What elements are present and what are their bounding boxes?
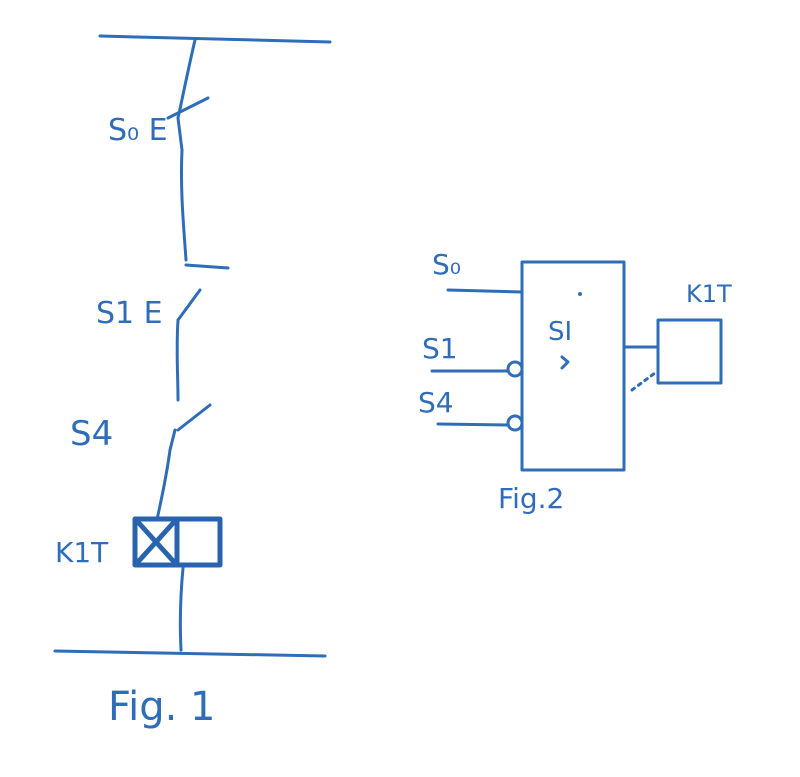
fig1-label-s0: S₀ E: [108, 113, 168, 148]
fig2-dot: [578, 292, 582, 296]
fig1-caption: Fig. 1: [108, 684, 215, 730]
fig1-s0-contact: [166, 96, 210, 152]
fig1-wire-s1-s4: [175, 318, 180, 402]
fig2-block-diagram: SI S₀ S1 S4 K1T Fig.2: [418, 248, 732, 515]
fig2-caption: Fig.2: [498, 482, 564, 515]
fig2-block-mark: [560, 355, 570, 370]
fig1-coil-cross: [134, 518, 178, 566]
fig1-label-s4: S4: [70, 414, 113, 454]
fig2-input-s4-label: S4: [418, 386, 454, 419]
fig2-output-dashed: [630, 371, 657, 392]
fig1-wire-bottom: [178, 566, 185, 652]
fig1-bottom-rail: [53, 649, 327, 658]
fig1-coil-right-box: [174, 516, 223, 568]
fig2-input-s1-label: S1: [422, 332, 458, 365]
fig2-input-s4-line: [436, 422, 510, 427]
fig2-k1t-box: [656, 318, 723, 385]
fig2-block-label: SI: [548, 317, 572, 347]
fig1-label-s1: S1 E: [96, 296, 163, 331]
fig2-input-s0-label: S₀: [432, 248, 461, 281]
fig2-input-s0-line: [446, 288, 524, 294]
fig1-wire-s0-s1: [179, 148, 188, 262]
fig1-s4-contact: [168, 403, 212, 452]
fig2-si-block: [520, 260, 626, 472]
fig1-top-rail: [98, 34, 332, 44]
fig2-input-s1-negation: [506, 360, 524, 378]
fig1-s1-contact: [176, 263, 230, 322]
fig2-output-label: K1T: [686, 280, 732, 308]
fig2-input-s4-negation: [506, 414, 524, 432]
fig1-wire-s4-coil: [155, 448, 172, 522]
fig1-label-k1t: K1T: [55, 536, 109, 569]
fig1-circuit: S₀ E S1 E S4 K1T Fig. 1: [53, 34, 332, 730]
